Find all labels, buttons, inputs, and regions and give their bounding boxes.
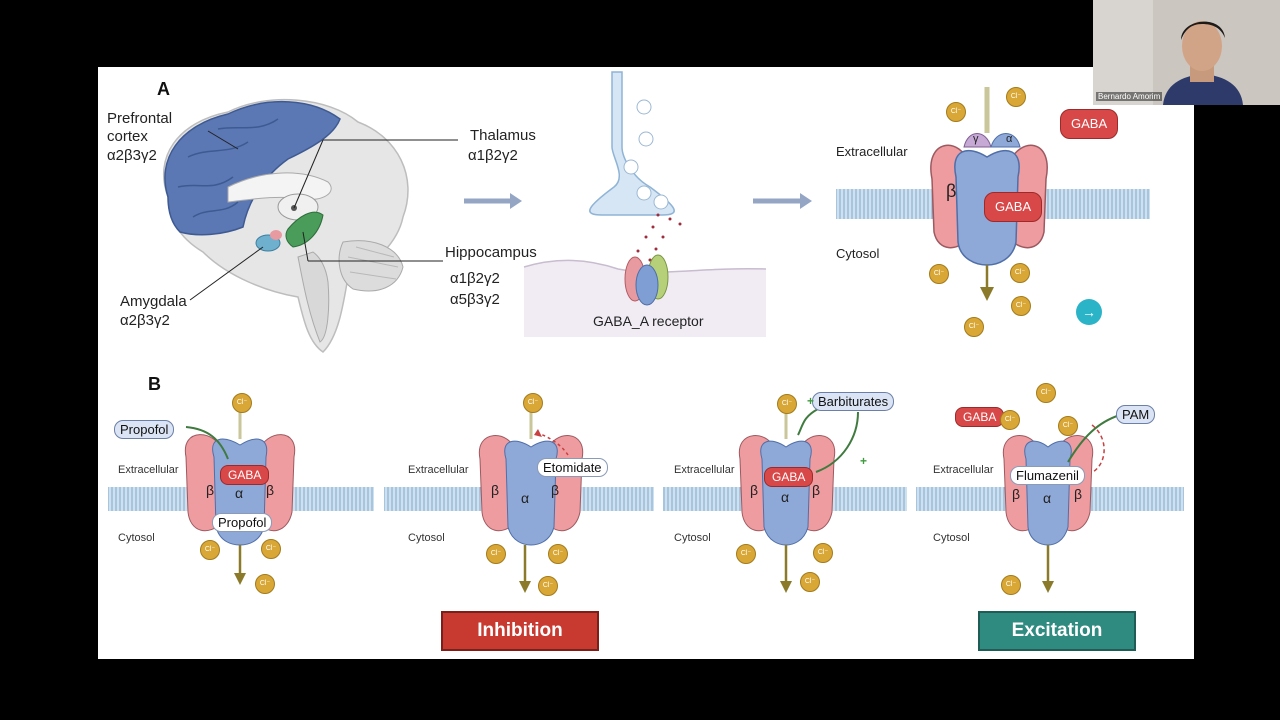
synapse-illustration (523, 71, 767, 337)
extracellular-label-b1: Extracellular (118, 464, 179, 476)
beta-label-b2: β (491, 482, 500, 498)
receptor-caption: GABA_A receptor (593, 313, 704, 329)
alpha-label-b3: α (781, 489, 790, 505)
alpha-label-b4: α (1043, 490, 1052, 506)
extracellular-label-b2: Extracellular (408, 464, 469, 476)
chloride-ion: Cl⁻ (523, 393, 543, 413)
plus-icon: + (860, 454, 868, 468)
chloride-ion: Cl⁻ (946, 102, 966, 122)
gaba-tag-b4: GABA (955, 407, 1005, 427)
beta-label-b3: β (750, 482, 759, 498)
chloride-ion: Cl⁻ (1010, 263, 1030, 283)
beta-label-b1b: β (266, 482, 275, 498)
prefrontal-label-2: cortex (107, 128, 148, 145)
chloride-ion: Cl⁻ (1000, 410, 1020, 430)
prefrontal-subunits: α2β3γ2 (107, 147, 157, 164)
alpha-subunit-label: α (1006, 133, 1013, 145)
panel-b-letter: B (148, 374, 161, 394)
chloride-ion: Cl⁻ (964, 317, 984, 337)
brain-illustration (163, 98, 409, 353)
cytosol-label-a: Cytosol (836, 246, 880, 261)
propofol-pill-bound: Propofol (212, 513, 273, 532)
amygdala-subunits: α2β3γ2 (120, 312, 170, 329)
extracellular-label-a: Extracellular (836, 144, 908, 159)
hippocampus-label: Hippocampus (445, 244, 537, 261)
chloride-ion: Cl⁻ (929, 264, 949, 284)
chloride-ion: Cl⁻ (538, 576, 558, 596)
hippocampus-subunits-1: α1β2γ2 (450, 270, 500, 287)
cytosol-label-b1: Cytosol (118, 532, 155, 544)
chloride-ion: Cl⁻ (1001, 575, 1021, 595)
receptor-b3 (738, 407, 859, 593)
webcam-video (1093, 0, 1280, 105)
chloride-ion: Cl⁻ (486, 544, 506, 564)
amygdala-leader (189, 246, 264, 301)
beta-label-b4b: β (1074, 486, 1083, 502)
alpha-label-b1: α (235, 485, 244, 501)
plus-icon: + (807, 394, 815, 408)
chloride-ion: Cl⁻ (736, 544, 756, 564)
webcam-name-label: Bernardo Amorim (1096, 92, 1163, 101)
beta-label-b2b: β (551, 482, 560, 498)
chloride-ion: Cl⁻ (813, 543, 833, 563)
slide: A Prefrontal cortex α2β3γ2 Thalamus α1β2… (98, 67, 1194, 659)
gaba-free-tag: GABA (1060, 109, 1119, 139)
gaba-tag-b3: GABA (764, 467, 814, 487)
chloride-ion: Cl⁻ (800, 572, 820, 592)
chloride-ion: Cl⁻ (232, 393, 252, 413)
chloride-ion: Cl⁻ (1036, 383, 1056, 403)
beta-label-b4: β (1012, 486, 1021, 502)
amygdala-label: Amygdala (120, 293, 187, 310)
cytosol-label-b2: Cytosol (408, 532, 445, 544)
gaba-bound-tag: GABA (984, 192, 1043, 222)
prefrontal-leader (207, 130, 239, 150)
barbiturates-pill: Barbiturates (812, 392, 895, 411)
cytosol-label-b4: Cytosol (933, 532, 970, 544)
excitation-box: Excitation (978, 611, 1136, 651)
extracellular-label-b4: Extracellular (933, 464, 994, 476)
chloride-ion: Cl⁻ (1011, 296, 1031, 316)
beta-label-b3b: β (812, 482, 821, 498)
thalamus-subunits: α1β2γ2 (468, 147, 518, 164)
beta-label-b1: β (206, 482, 215, 498)
flumazenil-pill: Flumazenil (1010, 466, 1085, 485)
propofol-pill-top: Propofol (114, 420, 175, 439)
cytosol-label-b3: Cytosol (674, 532, 711, 544)
etomidate-pill: Etomidate (537, 458, 608, 477)
pam-pill: PAM (1116, 405, 1156, 424)
chloride-ion: Cl⁻ (200, 540, 220, 560)
panel-a-letter: A (157, 79, 170, 99)
prefrontal-label-1: Prefrontal (107, 110, 173, 127)
chloride-ion: Cl⁻ (1058, 416, 1078, 436)
arrow-right-circle-icon[interactable]: → (1076, 299, 1102, 325)
chloride-ion: Cl⁻ (1006, 87, 1026, 107)
receptor-b2 (478, 407, 584, 593)
chloride-ion: Cl⁻ (548, 544, 568, 564)
chloride-ion: Cl⁻ (777, 394, 797, 414)
thalamus-label: Thalamus (470, 127, 536, 144)
gaba-tag-b1: GABA (220, 465, 270, 485)
chloride-ion: Cl⁻ (255, 574, 275, 594)
alpha-label-b2: α (521, 490, 530, 506)
gamma-subunit-label: γ (973, 133, 979, 145)
diagram-graphics (108, 71, 1184, 593)
hippocampus-subunits-2: α5β3γ2 (450, 291, 500, 308)
extracellular-label-b3: Extracellular (674, 464, 735, 476)
chloride-ion: Cl⁻ (261, 539, 281, 559)
inhibition-box: Inhibition (441, 611, 599, 651)
beta-subunit-label: β (946, 181, 957, 201)
